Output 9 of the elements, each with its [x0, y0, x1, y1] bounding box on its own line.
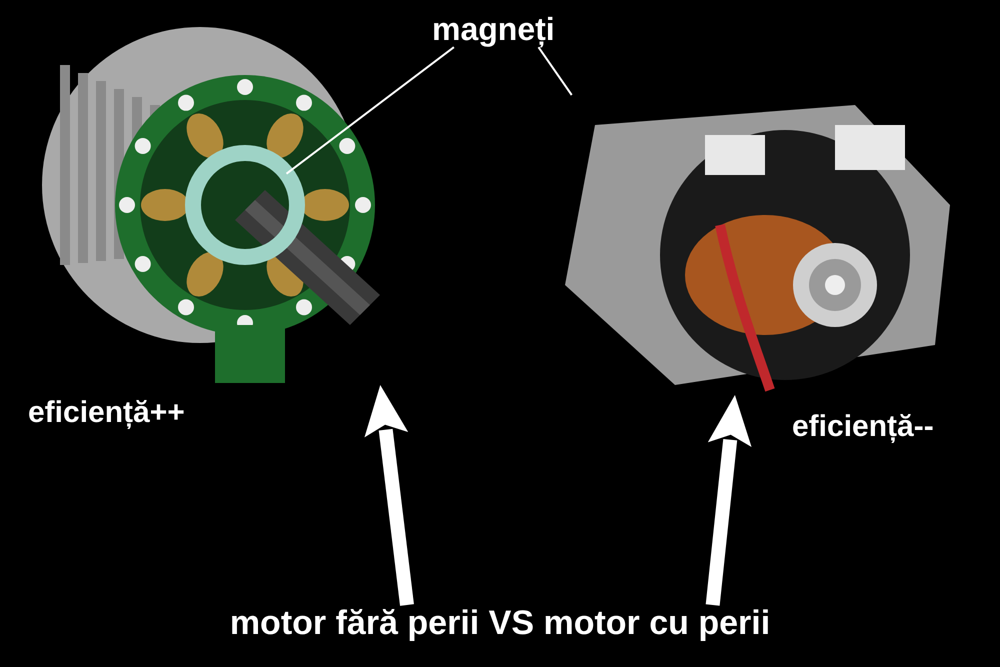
magnet-ring: [185, 145, 305, 265]
annotation-text: eficiență--: [792, 410, 934, 443]
heading-text: motor fără perii VS motor cu perii: [190, 605, 810, 642]
arrow: [364, 385, 414, 606]
leader-line: [538, 46, 573, 96]
leader-line: [286, 46, 454, 174]
annotation-text: eficiență++: [28, 396, 185, 429]
callout-label: magneți: [432, 12, 555, 48]
arrow: [706, 394, 752, 606]
